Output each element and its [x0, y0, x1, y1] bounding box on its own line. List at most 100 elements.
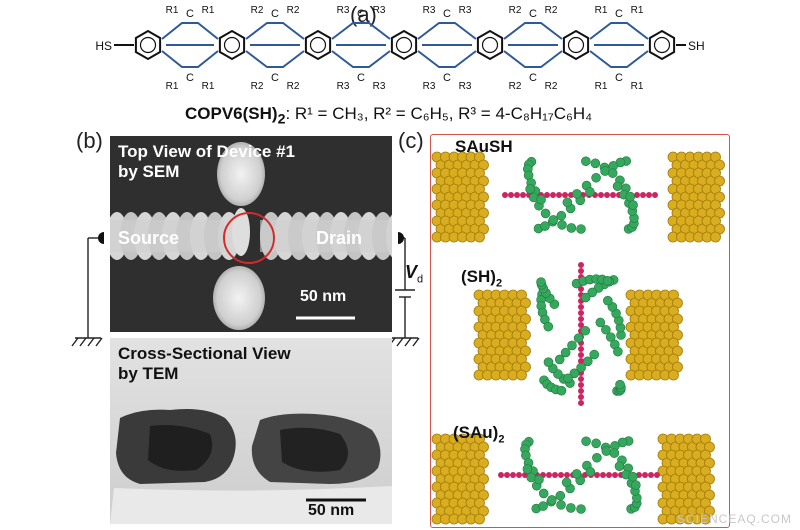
- substituent-r-left: R1: [166, 81, 179, 92]
- substituent-r-right: R1: [202, 81, 215, 92]
- molecule-backbone-atom: [546, 472, 552, 478]
- substituent-r-left: R2: [251, 81, 264, 92]
- molecule-backbone-atom: [578, 394, 584, 400]
- aromatic-circle: [567, 36, 585, 54]
- molecule-backbone-atom: [516, 472, 522, 478]
- gold-atom-left-electrode: [474, 513, 485, 525]
- carbon-atom: [581, 436, 591, 447]
- substituent-r-left: R3: [423, 81, 436, 92]
- sem-scale-label: 50 nm: [300, 288, 347, 305]
- bridge-bond-bottom: [503, 50, 563, 68]
- molecule-backbone-atom: [648, 472, 654, 478]
- tem-scale-label: 50 nm: [308, 502, 355, 519]
- substituent-label-top: C: [186, 8, 194, 20]
- molecule-backbone-atom: [564, 472, 570, 478]
- molecule-backbone-atom: [562, 192, 568, 198]
- model-label-sh2: (SH)2: [461, 267, 503, 290]
- carbon-atom: [543, 357, 554, 367]
- formula-name: COPV6(SH)2: [185, 104, 286, 128]
- carbon-atom: [613, 346, 623, 357]
- drain-label: Drain: [316, 228, 363, 248]
- molecule-backbone-atom: [578, 400, 584, 406]
- substituent-r-right: R3: [459, 5, 472, 16]
- carbon-atom: [540, 208, 551, 219]
- model-label-sausH: SAuSH: [455, 137, 513, 156]
- molecule-backbone-atom: [640, 192, 646, 198]
- substituent-r-left: R2: [509, 5, 522, 16]
- molecular-models-panel: SAuSH (SH)2 (SAu)2: [430, 134, 730, 528]
- molecule-backbone-atom: [498, 472, 504, 478]
- bridge-bond-top: [331, 22, 391, 40]
- carbon-atom: [615, 379, 625, 390]
- substituent-r-right: R3: [459, 81, 472, 92]
- formula-definitions: : R¹ = CH₃, R² = C₆H₅, R³ = 4-C₈H₁₇C₆H₄: [285, 104, 593, 123]
- benzene-ring: [304, 29, 332, 61]
- carbon-atom: [609, 448, 620, 458]
- carbon-atom: [536, 277, 546, 287]
- aromatic-circle: [395, 36, 413, 54]
- substituent-r-left: R2: [251, 5, 264, 16]
- molecule-backbone-atom: [600, 472, 606, 478]
- carbon-atom: [522, 464, 533, 474]
- bridge-bond-bottom: [589, 50, 649, 68]
- carbon-atom: [607, 168, 618, 178]
- molecule-backbone-atom: [612, 472, 618, 478]
- bridge-bond-top: [503, 22, 563, 40]
- carbon-atom: [591, 172, 601, 183]
- carbon-atom: [587, 287, 598, 298]
- gold-atom-right-electrode: [668, 369, 679, 381]
- substituent-r-right: R1: [631, 81, 644, 92]
- carbon-atom: [571, 469, 582, 479]
- carbon-atom: [536, 194, 546, 205]
- carbon-atom: [569, 368, 580, 379]
- bridge-bond-top: [417, 22, 477, 40]
- drain-electrode: [260, 220, 392, 252]
- molecule-backbone-atom: [578, 358, 584, 364]
- molecule-backbone-atom: [594, 472, 600, 478]
- benzene-ring: [218, 29, 246, 61]
- substituent-label-top: C: [271, 8, 279, 20]
- molecule-backbone-atom: [578, 310, 584, 316]
- benzene-ring: [390, 29, 418, 61]
- molecule-backbone-atom: [606, 472, 612, 478]
- molecule-backbone-atom: [578, 352, 584, 358]
- bridge-bond-top: [245, 22, 305, 40]
- molecule-backbone-atom: [510, 472, 516, 478]
- aromatic-circle: [223, 36, 241, 54]
- substituent-label-top: C: [357, 8, 365, 20]
- carbon-atom: [585, 187, 595, 197]
- molecule-backbone-atom: [578, 382, 584, 388]
- carbon-atom: [557, 220, 567, 230]
- carbon-atom: [572, 189, 582, 199]
- carbon-atom: [576, 504, 586, 514]
- carbon-atom: [595, 317, 606, 328]
- carbon-atom: [556, 210, 567, 221]
- source-electrode: [110, 220, 224, 252]
- carbon-atom: [628, 471, 638, 482]
- molecule-backbone-atom: [604, 192, 610, 198]
- substituent-label-top: C: [615, 8, 623, 20]
- carbon-atom: [591, 438, 601, 449]
- carbon-atom: [573, 333, 584, 343]
- carbon-atom: [625, 191, 636, 202]
- molecule-backbone-atom: [544, 192, 550, 198]
- substituent-label-bottom: C: [615, 72, 623, 84]
- substituent-r-right: R2: [287, 5, 300, 16]
- carbon-atom: [581, 156, 591, 167]
- bridge-bond-top: [161, 22, 219, 40]
- sem-electrodes: [110, 142, 392, 330]
- substituent-r-left: R1: [595, 5, 608, 16]
- substituent-r-right: R2: [287, 81, 300, 92]
- carbon-atom: [562, 197, 573, 208]
- substituent-label-top: C: [443, 8, 451, 20]
- molecule-backbone-atom: [514, 192, 520, 198]
- substituent-label-bottom: C: [357, 72, 365, 84]
- carbon-atom: [566, 223, 577, 233]
- source-label: Source: [118, 228, 180, 248]
- panel-c-label: (c): [398, 128, 424, 153]
- molecule-backbone-atom: [652, 192, 658, 198]
- molecule-backbone-atom: [578, 262, 584, 268]
